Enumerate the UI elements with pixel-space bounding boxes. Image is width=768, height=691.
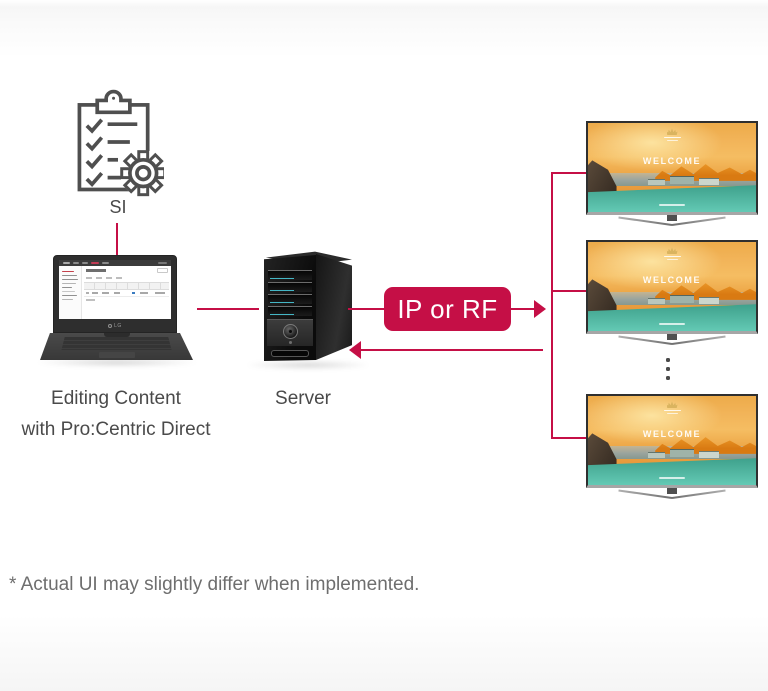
server-front-panel	[267, 319, 313, 346]
mini-ui-table-header	[84, 282, 169, 290]
arrow-left-icon	[349, 341, 361, 359]
tv-welcome-text: WELCOME	[642, 428, 702, 439]
tv-display: WELCOME	[586, 240, 758, 356]
mini-ui-main	[82, 266, 171, 319]
connector-laptop-server	[197, 308, 259, 310]
server-shadow	[244, 360, 372, 370]
mini-ui-sidebar	[59, 266, 82, 319]
hotel-logo-icon	[588, 401, 756, 414]
server-power-button	[282, 324, 298, 339]
connector-trunk	[551, 172, 553, 439]
server-drive-bay	[268, 306, 312, 316]
tv-stand-legs	[617, 335, 727, 352]
tv-screen: WELCOME	[588, 242, 756, 331]
tv-resort-buildings	[645, 173, 729, 189]
server-led	[288, 341, 292, 344]
ip-or-rf-badge: IP or RF	[384, 287, 511, 331]
tv-display: WELCOME	[586, 394, 758, 510]
laptop-base	[40, 333, 193, 360]
hotel-logo-icon	[588, 247, 756, 260]
server-front-face	[264, 255, 316, 361]
tv-screen: WELCOME	[588, 396, 756, 485]
clipboard-checklist-gear-icon	[77, 89, 164, 197]
arrow-right-icon	[534, 300, 546, 318]
connector-si-laptop	[116, 223, 118, 256]
mini-ui-filters	[86, 277, 122, 279]
connector-branch-tv3	[551, 437, 589, 439]
tv-stand-legs	[617, 489, 727, 506]
server-drive-bay	[268, 270, 312, 280]
tv-resort-buildings	[645, 292, 729, 308]
laptop-keyboard	[61, 337, 172, 350]
server-drive-bay	[268, 282, 312, 292]
crown-icon	[666, 401, 678, 409]
server-tower	[252, 250, 354, 364]
laptop-screen-procentric-ui	[59, 260, 171, 319]
mini-ui-topbar	[59, 260, 171, 266]
tv-screen: WELCOME	[588, 123, 756, 212]
laptop-caption: Editing Content with Pro:Centric Direct	[5, 383, 227, 445]
connector-branch-tv1	[551, 172, 589, 174]
tv-frame: WELCOME	[586, 394, 758, 488]
tv-subtext	[659, 203, 685, 206]
tv-frame: WELCOME	[586, 121, 758, 215]
crown-icon	[666, 247, 678, 255]
hotel-logo-icon	[588, 128, 756, 141]
footnote: * Actual UI may slightly differ when imp…	[9, 574, 420, 595]
tv-welcome-text: WELCOME	[642, 274, 702, 285]
laptop-caption-line1: Editing Content	[51, 388, 181, 409]
mini-ui-table-row	[84, 290, 169, 297]
tv-subtext	[659, 476, 685, 479]
connector-server-badge	[348, 308, 385, 310]
connector-branch-tv2	[551, 290, 589, 292]
tv-stand-neck	[667, 488, 677, 494]
mini-ui-page-title	[86, 269, 106, 272]
si-label: SI	[109, 197, 127, 217]
tv-frame: WELCOME	[586, 240, 758, 334]
connector-badge-trunk	[511, 308, 535, 310]
tv-display: WELCOME	[586, 121, 758, 237]
server-bottom-slot	[271, 350, 309, 357]
tv-stand-legs	[617, 216, 727, 233]
laptop-caption-line2: with Pro:Centric Direct	[21, 419, 211, 440]
lg-logo: LG	[54, 322, 176, 330]
tv-subtext	[659, 322, 685, 325]
laptop-shadow	[34, 358, 200, 367]
connector-return	[361, 349, 543, 351]
server-drive-bay	[268, 294, 312, 304]
tv-stand-neck	[667, 334, 677, 340]
crown-icon	[666, 128, 678, 136]
server-side-face	[316, 254, 352, 360]
vertical-ellipsis-icon	[666, 358, 670, 380]
mini-ui-button	[157, 268, 168, 273]
tv-resort-buildings	[645, 446, 729, 462]
tv-welcome-text: WELCOME	[642, 155, 702, 166]
tv-stand-neck	[667, 215, 677, 221]
mini-ui-footer-text	[86, 299, 95, 301]
laptop: LG	[53, 255, 177, 333]
server-caption: Server	[275, 388, 331, 409]
laptop-trackpad	[98, 352, 135, 358]
